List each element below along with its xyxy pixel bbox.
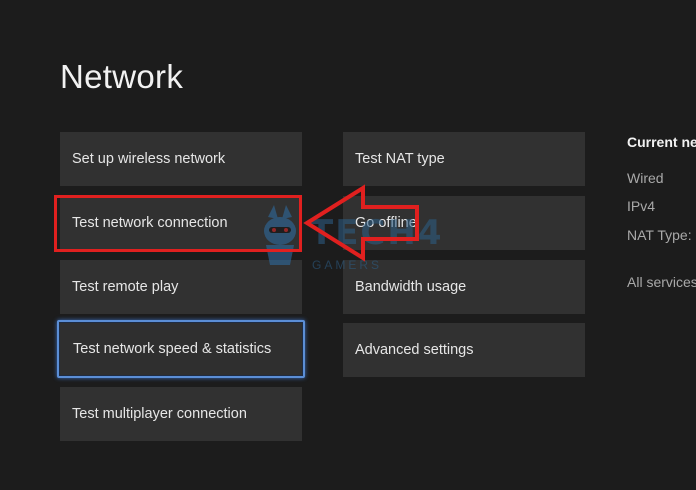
watermark-subtext: GAMERS [312,258,383,272]
annotation-arrow-icon [303,184,419,262]
menu-item-label: Set up wireless network [72,151,226,167]
menu-item-advanced-settings[interactable]: Advanced settings [343,323,585,377]
menu-item-test-network-speed[interactable]: Test network speed & statistics [57,320,305,378]
menu-item-label: Test NAT type [355,151,445,167]
page-title: Network [60,58,184,95]
menu-item-label: Bandwidth usage [355,279,467,295]
status-connection: Wired [627,170,664,186]
menu-item-label: Test network connection [72,215,228,231]
menu-item-setup-wireless[interactable]: Set up wireless network [60,132,302,186]
menu-item-label: Go offline [355,215,417,231]
status-services: All services [627,274,696,290]
menu-item-label: Test remote play [72,279,179,295]
menu-item-test-multiplayer[interactable]: Test multiplayer connection [60,387,302,441]
status-heading: Current ne [627,134,696,150]
menu-item-label: Test multiplayer connection [72,406,247,422]
watermark-text: TECH4 [310,213,444,253]
status-protocol: IPv4 [627,198,656,214]
menu-item-label: Advanced settings [355,342,474,358]
menu-item-bandwidth-usage[interactable]: Bandwidth usage [343,260,585,314]
menu-item-label: Test network speed & statistics [73,341,272,357]
menu-item-test-network-connection[interactable]: Test network connection [60,196,302,250]
menu-item-test-nat-type[interactable]: Test NAT type [343,132,585,186]
network-status-panel: Current ne Wired IPv4 NAT Type: C All se… [627,134,696,304]
menu-item-test-remote-play[interactable]: Test remote play [60,260,302,314]
annotation-highlight-box [54,195,302,252]
status-nat-type: NAT Type: C [627,227,696,243]
